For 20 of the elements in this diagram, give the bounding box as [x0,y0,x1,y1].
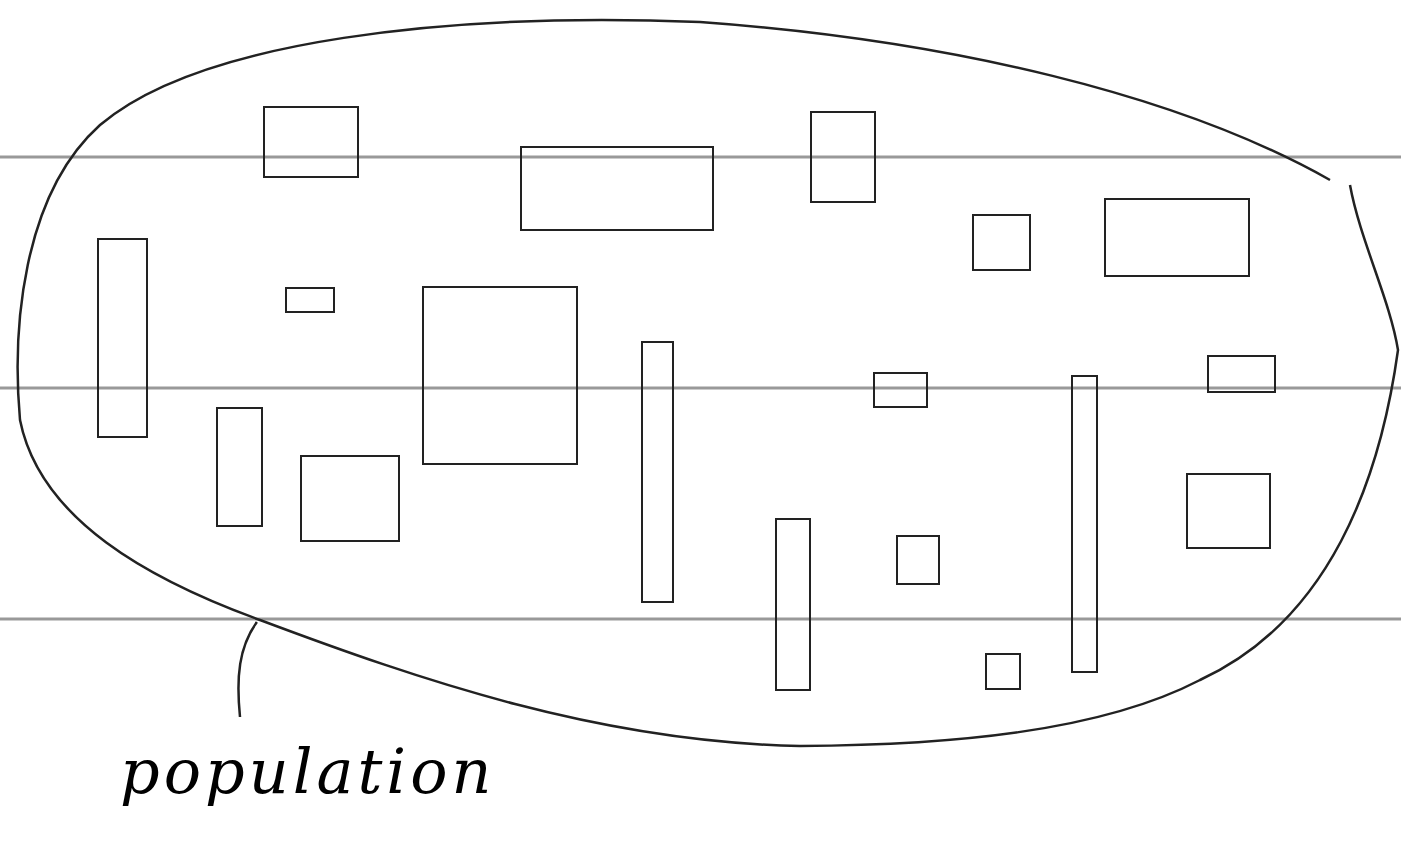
empty-rectangle [1104,198,1250,277]
empty-rectangle [896,535,940,585]
empty-rectangle [810,111,876,203]
empty-rectangle [285,287,335,313]
empty-rectangle [985,653,1021,690]
leader-line [237,621,258,718]
empty-rectangle [873,372,928,408]
empty-rectangle [97,238,148,438]
empty-rectangle [520,146,714,231]
empty-rectangle [422,286,578,465]
empty-rectangle [300,455,400,542]
empty-rectangle [641,341,674,603]
empty-rectangle [1186,473,1271,549]
handwritten-label: population [120,735,496,808]
empty-rectangle [972,214,1031,271]
empty-rectangle [1207,355,1276,393]
empty-rectangle [775,518,811,691]
empty-rectangle [263,106,359,178]
empty-rectangle [216,407,263,527]
empty-rectangle [1071,375,1098,673]
